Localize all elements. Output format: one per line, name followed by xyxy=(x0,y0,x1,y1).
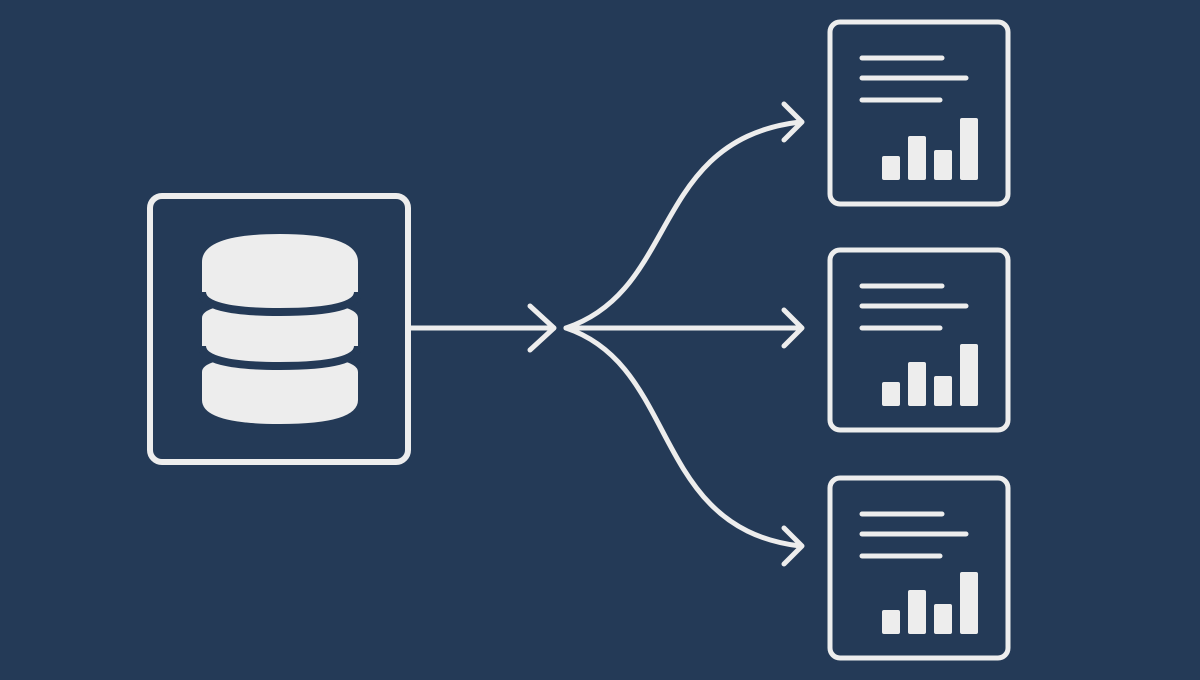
report-bar xyxy=(908,136,926,180)
output-arrow-bottom-head xyxy=(781,525,805,567)
report-bar xyxy=(908,362,926,406)
report-bar xyxy=(934,150,952,180)
output-arrows xyxy=(563,101,805,567)
report-icon xyxy=(859,511,978,634)
report-bar xyxy=(960,572,978,634)
report-bar xyxy=(960,344,978,406)
output-arrow-top-head xyxy=(781,101,805,143)
database-layer-top xyxy=(202,234,358,316)
output-arrow-bottom-shaft xyxy=(563,325,803,549)
database-layer-bottom xyxy=(202,356,358,424)
report-bar xyxy=(908,590,926,634)
report-panel-frame xyxy=(827,475,1011,661)
report-bar xyxy=(882,156,900,180)
report-panel-middle xyxy=(827,247,1011,433)
database-divider-lower xyxy=(198,345,362,371)
report-bar xyxy=(960,118,978,180)
database-panel xyxy=(147,193,411,465)
report-panel-frame xyxy=(827,19,1011,207)
output-arrow-top-shaft xyxy=(563,119,803,331)
report-icon xyxy=(859,55,978,180)
database-layer-middle xyxy=(202,302,358,370)
database-divider-upper xyxy=(198,291,362,317)
report-bar xyxy=(882,610,900,634)
input-arrow xyxy=(407,303,557,353)
report-panel-top xyxy=(827,19,1011,207)
report-panel-frame xyxy=(827,247,1011,433)
report-bar xyxy=(934,376,952,406)
report-icon xyxy=(859,283,978,406)
report-bar xyxy=(934,604,952,634)
report-bar xyxy=(882,382,900,406)
input-arrow-head xyxy=(527,303,557,353)
database-icon xyxy=(198,234,362,424)
output-arrow-middle-head xyxy=(781,307,805,349)
report-panel-bottom xyxy=(827,475,1011,661)
